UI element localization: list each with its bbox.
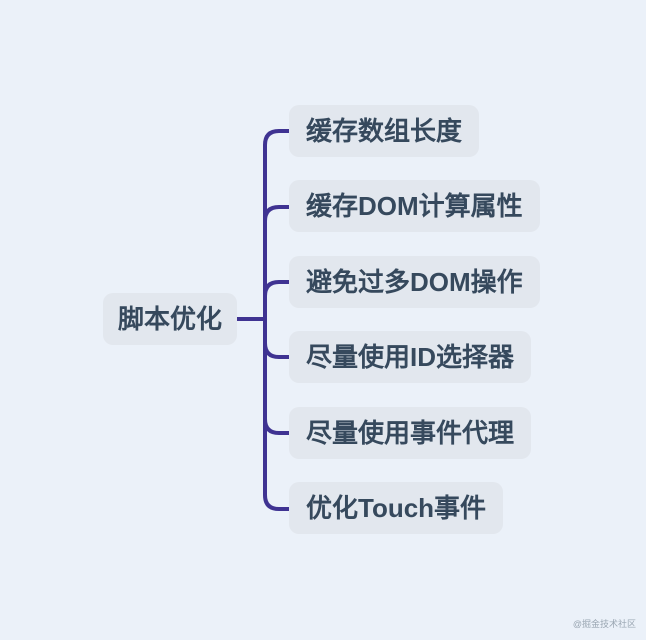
child-node-avoid-excess-dom-ops[interactable]: 避免过多DOM操作 (289, 256, 540, 308)
child-node-use-id-selectors[interactable]: 尽量使用ID选择器 (289, 331, 532, 383)
root-node-script-optimization[interactable]: 脚本优化 (103, 293, 237, 345)
child-node-use-event-delegation[interactable]: 尽量使用事件代理 (289, 407, 532, 459)
child-node-optimize-touch-events[interactable]: 优化Touch事件 (289, 482, 504, 534)
child-node-cache-dom-computed-props[interactable]: 缓存DOM计算属性 (289, 180, 540, 232)
child-node-cache-array-length[interactable]: 缓存数组长度 (289, 105, 480, 157)
watermark: @掘金技术社区 (572, 619, 636, 629)
